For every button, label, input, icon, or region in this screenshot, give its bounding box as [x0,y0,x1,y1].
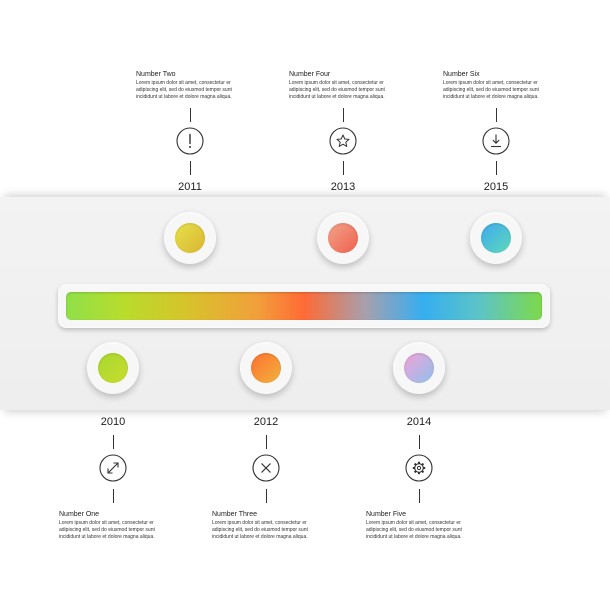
text-block-2013: Number Four Lorem ipsum dolor sit amet, … [289,71,399,102]
marker-2010 [87,342,139,394]
year-label-2010: 2010 [100,416,126,428]
connector-line [190,161,191,175]
item-description: Lorem ipsum dolor sit amet, consectetur … [289,80,385,101]
item-description: Lorem ipsum dolor sit amet, consectetur … [212,520,308,541]
connector-line [190,108,191,122]
text-block-2010: Number One Lorem ipsum dolor sit amet, c… [59,511,169,542]
marker-dot [328,223,358,253]
timeline-gradient-fill [66,292,542,320]
marker-dot [404,353,434,383]
connector-line [419,489,420,503]
star-icon [329,127,357,155]
year-label-2011: 2011 [178,181,202,193]
close-icon [252,454,280,482]
connector-line [343,161,344,175]
item-title: Number One [59,511,100,518]
year-label-2013: 2013 [330,181,356,193]
connector-line [496,108,497,122]
timeline-gradient-bar [58,284,550,328]
download-icon [482,127,510,155]
marker-2013 [317,212,369,264]
connector-line [266,489,267,503]
marker-2011 [164,212,216,264]
text-block-2014: Number Five Lorem ipsum dolor sit amet, … [366,511,476,542]
item-description: Lorem ipsum dolor sit amet, consectetur … [136,80,232,101]
connector-line [496,161,497,175]
item-title: Number Two [136,71,176,78]
exclamation-icon [176,127,204,155]
connector-line [266,435,267,449]
text-block-2011: Number Two Lorem ipsum dolor sit amet, c… [136,71,246,102]
text-block-2015: Number Six Lorem ipsum dolor sit amet, c… [443,71,553,102]
gear-icon [405,454,433,482]
item-title: Number Four [289,71,331,78]
year-label-2015: 2015 [483,181,509,193]
connector-line [113,489,114,503]
marker-2015 [470,212,522,264]
item-title: Number Five [366,511,407,518]
item-title: Number Six [443,71,480,78]
marker-dot [175,223,205,253]
item-description: Lorem ipsum dolor sit amet, consectetur … [366,520,462,541]
connector-line [343,108,344,122]
year-label-2012: 2012 [253,416,279,428]
item-description: Lorem ipsum dolor sit amet, consectetur … [59,520,155,541]
resize-icon [99,454,127,482]
text-block-2012: Number Three Lorem ipsum dolor sit amet,… [212,511,322,542]
marker-2014 [393,342,445,394]
year-label-2014: 2014 [406,416,432,428]
marker-2012 [240,342,292,394]
marker-dot [481,223,511,253]
connector-line [419,435,420,449]
item-title: Number Three [212,511,258,518]
connector-line [113,435,114,449]
item-description: Lorem ipsum dolor sit amet, consectetur … [443,80,539,101]
marker-dot [251,353,281,383]
marker-dot [98,353,128,383]
